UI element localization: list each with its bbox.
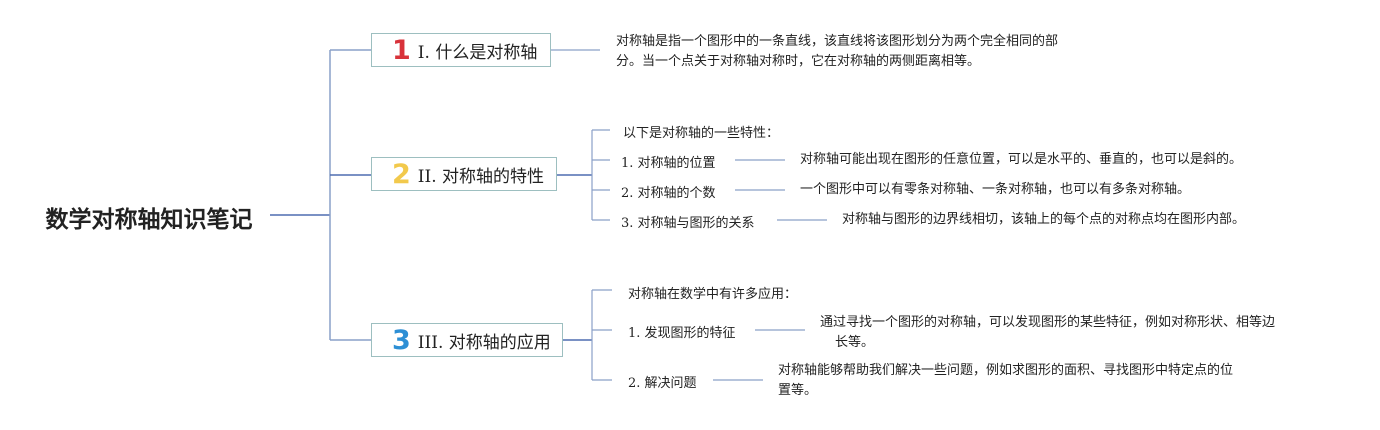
- branch1-description: 对称轴是指一个图形中的一条直线，该直线将该图形划分为两个完全相同的部 分。当一个…: [616, 34, 1059, 69]
- property-item-position[interactable]: 1. 对称轴的位置: [621, 156, 716, 171]
- number-three-icon: 3: [392, 324, 411, 356]
- application-detail-features: 通过寻找一个图形的对称轴，可以发现图形的某些特征，例如对称形状、相等边 长等。: [820, 315, 1276, 350]
- application-item-features[interactable]: 1. 发现图形的特征: [628, 326, 736, 341]
- branch-label: I. 什么是对称轴: [417, 42, 538, 63]
- property-item-relation[interactable]: 3. 对称轴与图形的关系: [621, 216, 755, 231]
- application-item-problems[interactable]: 2. 解决问题: [628, 376, 697, 391]
- number-one-icon: 1: [392, 34, 411, 66]
- property-detail-position: 对称轴可能出现在图形的任意位置，可以是水平的、垂直的，也可以是斜的。: [800, 152, 1243, 167]
- root-node[interactable]: 数学对称轴知识笔记: [28, 196, 270, 238]
- application-detail-problems: 对称轴能够帮助我们解决一些问题，例如求图形的面积、寻找图形中特定点的位 置等。: [778, 363, 1234, 398]
- branch2-intro: 以下是对称轴的一些特性：: [623, 126, 780, 141]
- property-detail-count: 一个图形中可以有零条对称轴、一条对称轴，也可以有多条对称轴。: [800, 182, 1191, 197]
- root-title: 数学对称轴知识笔记: [45, 207, 253, 233]
- branch3-intro: 对称轴在数学中有许多应用：: [628, 287, 798, 302]
- branch-axis-properties[interactable]: 2 II. 对称轴的特性: [371, 157, 557, 191]
- branch-axis-applications[interactable]: 3 III. 对称轴的应用: [371, 323, 563, 357]
- property-detail-relation: 对称轴与图形的边界线相切，该轴上的每个点的对称点均在图形内部。: [842, 212, 1246, 227]
- property-item-count[interactable]: 2. 对称轴的个数: [621, 186, 716, 201]
- branch-label: III. 对称轴的应用: [417, 332, 551, 353]
- branch-label: II. 对称轴的特性: [417, 166, 545, 187]
- number-two-icon: 2: [392, 158, 411, 190]
- branch-what-is-axis[interactable]: 1 I. 什么是对称轴: [371, 33, 551, 67]
